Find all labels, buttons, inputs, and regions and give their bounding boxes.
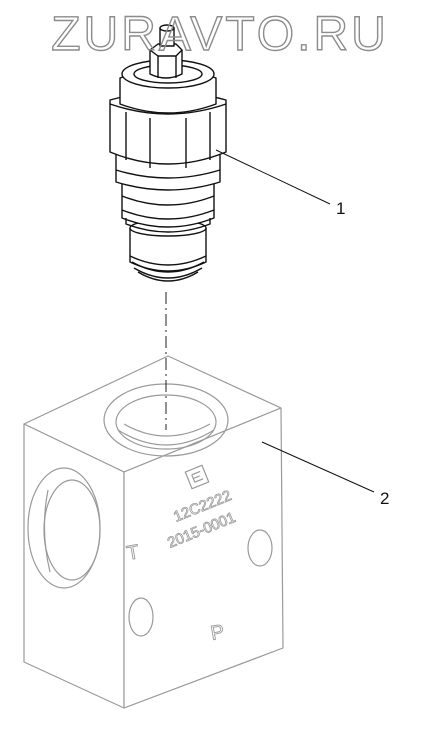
leader-line-1 <box>215 149 331 205</box>
valve-block <box>23 355 284 709</box>
callout-2: 2 <box>380 489 389 508</box>
port-label-t: T <box>125 541 141 565</box>
leader-line-2 <box>261 441 375 493</box>
manufacturer-logo-icon <box>184 464 210 490</box>
mount-hole-upper <box>247 529 273 567</box>
side-port-bore <box>27 467 101 589</box>
cartridge-valve <box>109 24 227 282</box>
mount-hole-lower <box>128 597 154 637</box>
watermark-text: ZURAVTO.RU <box>51 8 389 61</box>
callout-1: 1 <box>336 199 345 218</box>
port-label-p: P <box>209 621 226 645</box>
